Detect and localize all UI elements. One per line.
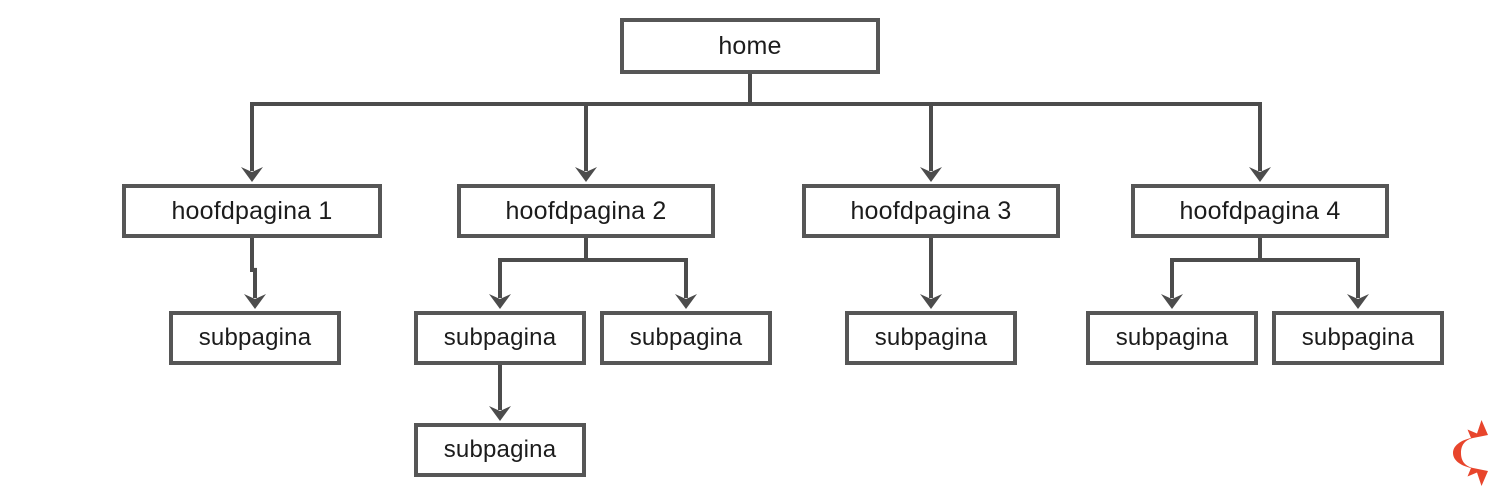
node-subpagina-2a1[interactable]: subpagina [414,423,586,477]
node-home-label: home [718,31,782,60]
node-hoofdpagina-3[interactable]: hoofdpagina 3 [802,184,1060,238]
node-hoofdpagina-1[interactable]: hoofdpagina 1 [122,184,382,238]
node-subpagina-4a-label: subpagina [1115,324,1229,351]
node-hoofdpagina-2[interactable]: hoofdpagina 2 [457,184,715,238]
node-subpagina-2a[interactable]: subpagina [414,311,586,365]
node-subpagina-2a-label: subpagina [443,324,557,351]
node-hoofdpagina-4[interactable]: hoofdpagina 4 [1131,184,1389,238]
node-subpagina-2b[interactable]: subpagina [600,311,772,365]
node-subpagina-2a1-label: subpagina [443,436,557,463]
node-subpagina-3a-label: subpagina [874,324,988,351]
node-subpagina-1a[interactable]: subpagina [169,311,341,365]
node-hoofdpagina-4-label: hoofdpagina 4 [1179,196,1341,225]
node-hoofdpagina-1-label: hoofdpagina 1 [171,196,333,225]
node-subpagina-4b[interactable]: subpagina [1272,311,1444,365]
brand-c-logo-icon [1453,420,1488,486]
node-subpagina-3a[interactable]: subpagina [845,311,1017,365]
node-subpagina-4b-label: subpagina [1301,324,1415,351]
node-subpagina-4a[interactable]: subpagina [1086,311,1258,365]
node-subpagina-1a-label: subpagina [198,324,312,351]
node-hoofdpagina-3-label: hoofdpagina 3 [850,196,1012,225]
node-subpagina-2b-label: subpagina [629,324,743,351]
node-hoofdpagina-2-label: hoofdpagina 2 [505,196,667,225]
node-home[interactable]: home [620,18,880,74]
